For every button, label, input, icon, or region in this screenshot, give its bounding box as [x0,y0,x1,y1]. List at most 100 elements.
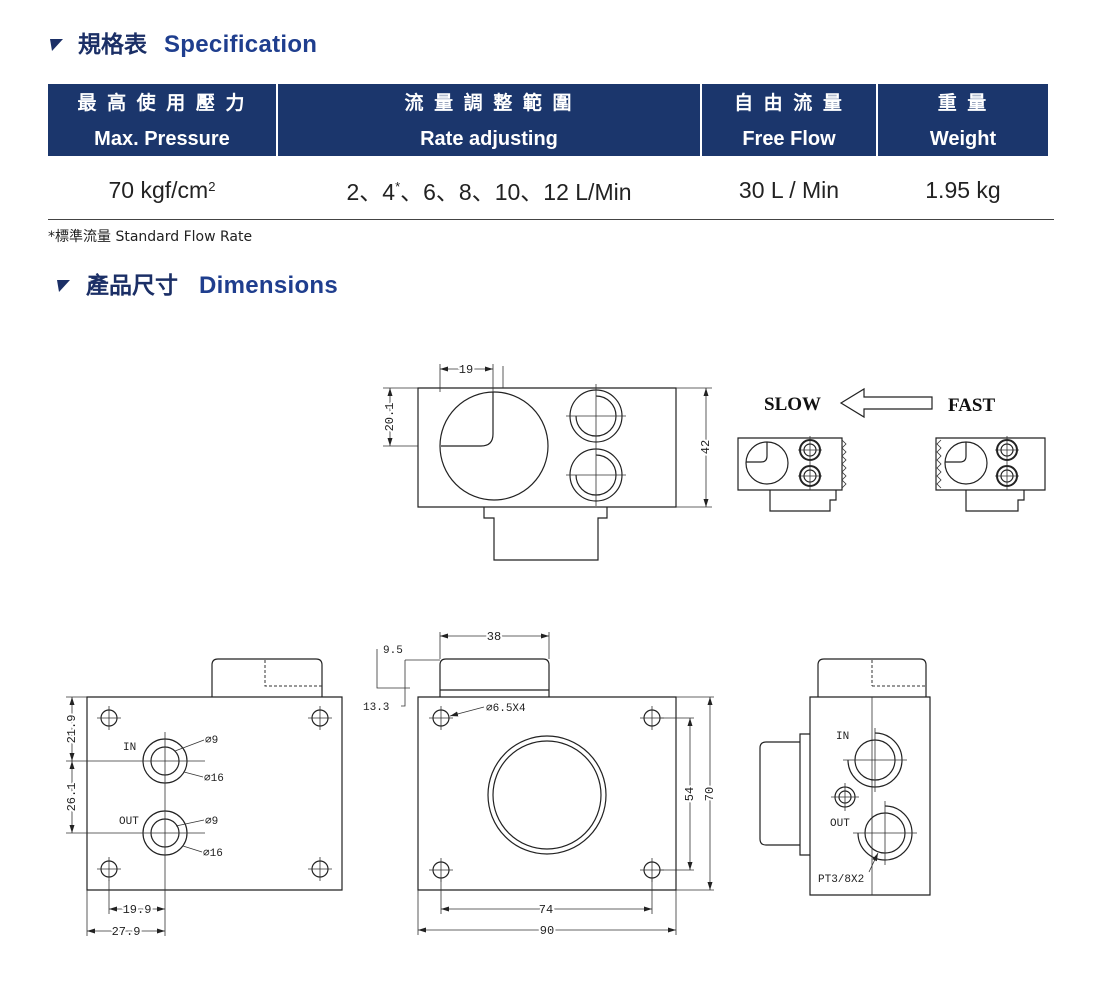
port-thread-callout: PT3/8X2 [818,874,864,886]
dim-hole-pitch-h: 74 [539,903,553,917]
dim-height: 42 [699,440,713,454]
dim-between: 26.1 [65,783,79,812]
side-left-center-lines [66,696,205,936]
header-zh: 最 高 使 用 壓 力 [77,92,247,114]
out-bore-callout: ⌀9 [205,816,218,828]
spec-heading: 規格表 Specification [50,30,350,62]
front-extension-lines-right [660,696,714,891]
table-bottom-rule [48,219,1054,220]
spec-table: 最 高 使 用 壓 力 Max. Pressure 流 量 調 整 範 圍 Ra… [48,84,1048,220]
mounting-hole-cross [97,706,121,730]
spec-heading-zh: 規格表 [78,32,147,58]
triangle-bullet-shape [57,280,70,292]
dim-b: 13.3 [363,702,389,714]
max-pressure-exponent: 2 [208,178,216,194]
top-view-center-lines [566,384,626,506]
dim-a: 9.5 [383,645,403,657]
slow-block-outline [737,437,843,512]
top-view-drawing: 19 20.1 42 [381,361,715,561]
out-port-label: OUT [119,816,139,828]
top-view-bore-marker [441,392,494,447]
front-offset-dim-lines [376,649,440,707]
top-view-outline [417,387,677,561]
left-arrow-icon [839,387,933,419]
side-right-hidden-line [871,660,926,687]
slow-label: SLOW [764,394,821,415]
header-rate-adjusting: 流 量 調 整 範 圍 Rate adjusting [278,84,700,156]
front-view-drawing: 38 9.5 13.3 ⌀6.5X4 54 70 74 [363,628,719,940]
mounting-hole [429,706,453,730]
top-view-main-bore [439,391,549,501]
header-weight: 重 量 Weight [878,84,1048,156]
fast-block-thread-edge [936,439,942,489]
dim-bore-offset-y: 20.1 [383,403,397,432]
side-right-small-port-cross [831,783,859,811]
side-left-outline [86,658,343,891]
side-right-outline [759,658,931,896]
side-view-right-drawing: IN OUT PT3/8X2 [759,658,931,896]
front-extension-lines-bottom [417,878,677,935]
top-view-extension-lines [383,364,712,508]
header-en: Rate adjusting [420,128,558,150]
dimensions-heading-en: Dimensions [199,272,339,299]
triangle-bullet-icon [50,39,63,51]
top-view-port-upper-thread [575,395,617,437]
header-en: Weight [929,128,997,150]
cell-rate-adjusting: 2、4*、6、8、10、12 L/Min [278,156,700,220]
holes-callout: ⌀6.5X4 [486,703,526,715]
header-en: Free Flow [742,128,836,150]
header-max-pressure: 最 高 使 用 壓 力 Max. Pressure [48,84,276,156]
mounting-hole-cross [97,857,121,881]
fast-orientation-drawing [935,436,1046,512]
front-main-bore-inner [492,740,602,850]
spec-heading-en: Specification [164,31,318,58]
slow-orientation-drawing [737,436,847,512]
in-port-label: IN [123,742,136,754]
fast-label: FAST [948,395,995,416]
header-zh: 自 由 流 量 [734,92,844,114]
dim-boss: 38 [487,630,501,644]
header-zh: 流 量 調 整 範 圍 [404,92,574,114]
front-main-bore-outer [487,735,607,855]
triangle-bullet-shape [50,39,63,51]
dim-width: 90 [540,924,554,938]
mounting-hole-cross [308,706,332,730]
cell-free-flow: 30 L / Min [702,156,876,220]
mounting-hole [308,706,332,730]
header-free-flow: 自 由 流 量 Free Flow [702,84,876,156]
port-thread-leader [868,852,879,873]
in-outer-callout: ⌀16 [204,773,224,785]
fast-block-bore-marker [945,442,967,463]
side-view-left-drawing: 21.9 26.1 19.9 27.9 IN OUT ⌀9 ⌀16 ⌀9 ⌀16 [63,658,343,941]
mounting-hole [97,706,121,730]
flow-direction-legend: SLOW FAST [764,387,995,419]
side-left-extension-lines [86,880,110,936]
standard-flow-mark: * [395,178,401,194]
side-right-out-label: OUT [830,818,850,830]
side-right-in-port-thread [847,732,903,788]
rate-adjusting-part2: 、6、8、10、12 L/Min [400,179,632,205]
free-flow-value: 30 L / Min [738,176,840,203]
side-right-in-label: IN [836,731,849,743]
side-right-in-port-cross [843,728,907,792]
dim-hole-pitch-v: 54 [683,787,697,801]
top-view-port-lower-thread [575,454,617,496]
dim-x-edge: 27.9 [112,925,141,939]
out-outer-callout: ⌀16 [203,848,223,860]
fast-block-outline [935,437,1046,512]
side-right-out-port-cross [853,801,917,865]
in-bore-callout: ⌀9 [205,735,218,747]
port-leader-lines [174,739,205,853]
side-right-out-port-thread [857,805,913,861]
holes-leader [449,706,485,717]
slow-block-thread-edge [841,439,847,489]
dim-height: 70 [703,787,717,801]
mounting-hole [97,857,121,881]
header-en: Max. Pressure [94,128,230,150]
fast-block-center-lines [995,436,1019,490]
weight-value: 1.95 kg [925,176,1001,203]
slow-block-bore-marker [746,442,768,463]
dim-x-hole: 19.9 [123,903,152,917]
